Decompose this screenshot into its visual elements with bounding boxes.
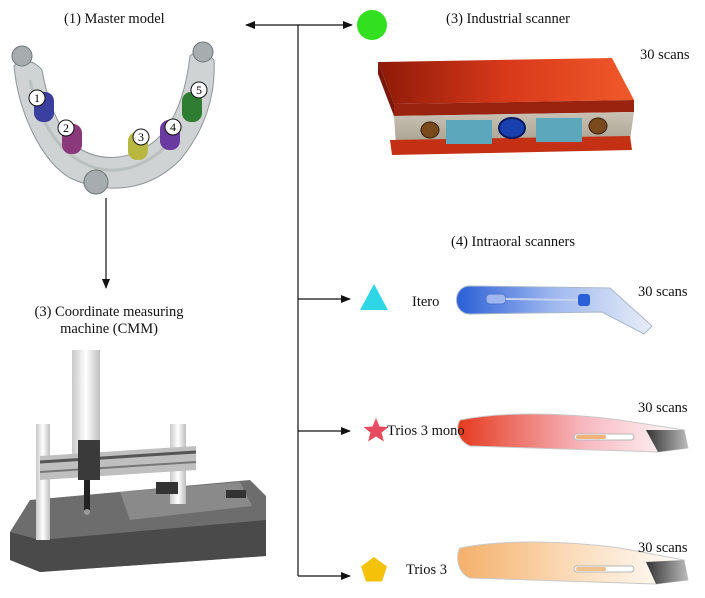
- trios-label: Trios 3: [406, 562, 447, 578]
- model-marker-label: 3: [138, 130, 144, 144]
- pentagon-symbol: [361, 557, 387, 582]
- model-marker-5: 5: [190, 81, 208, 99]
- connector-lines: [102, 21, 353, 580]
- trios-mono-scans: 30 scans: [638, 400, 688, 416]
- trios-mono-label: Trios 3 mono: [387, 423, 465, 439]
- trios-mono-scanner-image: [457, 413, 689, 453]
- cylinder-5: [182, 92, 202, 122]
- itero-label: Itero: [412, 294, 440, 310]
- cmm-image: [10, 350, 266, 572]
- intraoral-title: (4) Intraoral scanners: [451, 234, 575, 250]
- model-marker-label: 1: [34, 91, 40, 105]
- model-marker-label: 5: [196, 83, 202, 97]
- model-marker-2: 2: [57, 119, 75, 137]
- model-marker-label: 4: [170, 120, 176, 134]
- model-marker-label: 2: [63, 121, 69, 135]
- star-symbol: [363, 418, 389, 442]
- master-model-title: (1) Master model: [64, 11, 165, 27]
- circle-symbol: [357, 10, 387, 40]
- cmm-title-line1: (3) Coordinate measuring: [34, 304, 184, 320]
- model-marker-1: 1: [28, 89, 46, 107]
- industrial-scanner-scans: 30 scans: [640, 47, 690, 63]
- trios-scans: 30 scans: [638, 540, 688, 556]
- cmm-title: (3) Coordinate measuring machine (CMM): [14, 304, 204, 337]
- model-marker-4: 4: [164, 118, 182, 136]
- triangle-symbol: [360, 284, 388, 310]
- industrial-scanner-image: [378, 58, 634, 155]
- itero-scans: 30 scans: [638, 284, 688, 300]
- master-model-image: 1 2 3 4 5: [11, 41, 215, 195]
- cmm-title-line2: machine (CMM): [60, 320, 158, 337]
- itero-scanner-image: [456, 285, 653, 335]
- model-marker-3: 3: [132, 128, 150, 146]
- industrial-scanner-title: (3) Industrial scanner: [446, 11, 571, 27]
- trios-scanner-image: [457, 541, 689, 585]
